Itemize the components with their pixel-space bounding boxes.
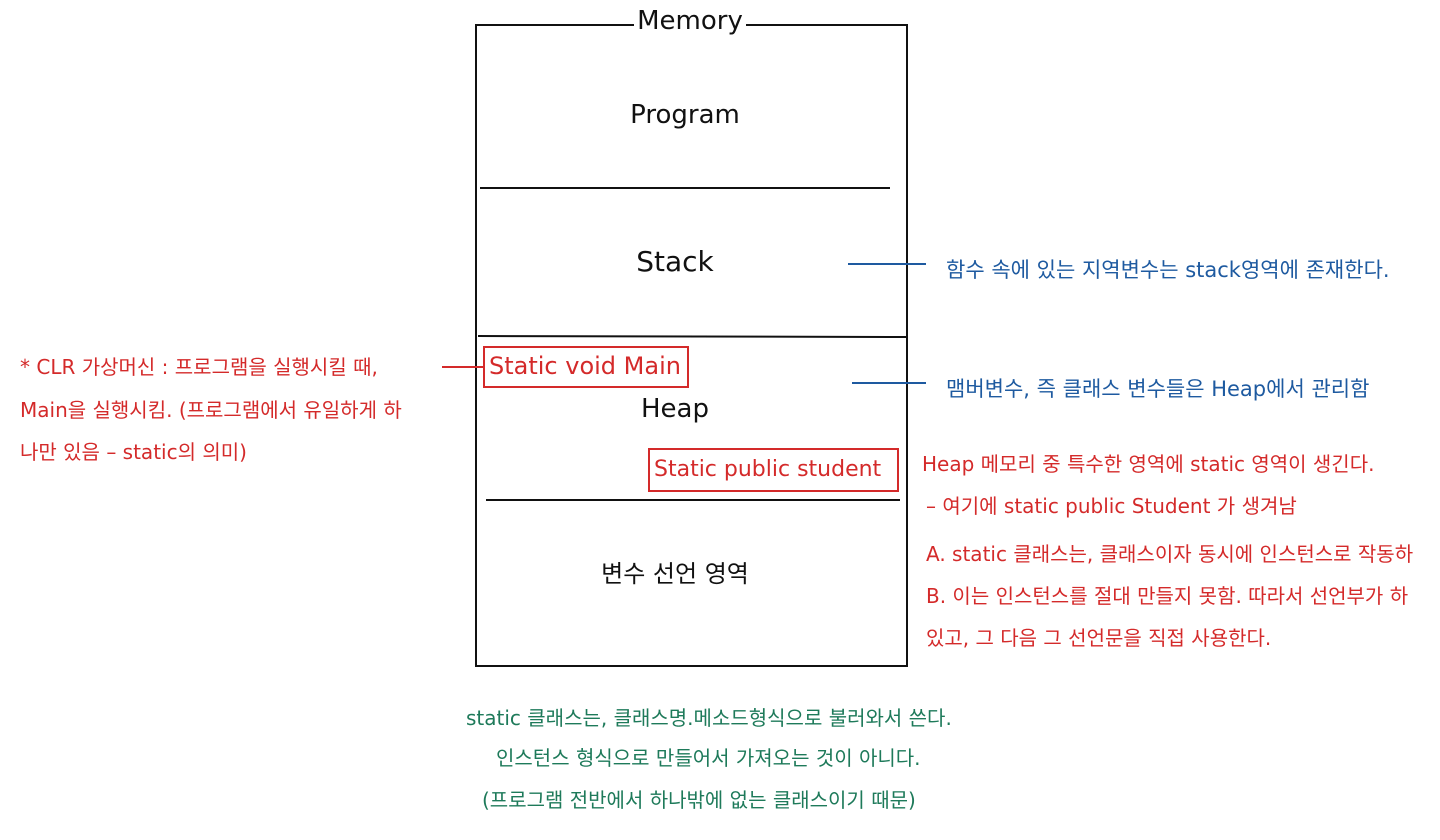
static-main-box: Static void Main	[483, 346, 689, 388]
clr-note-line-1: * CLR 가상머신 : 프로그램을 실행시킬 때,	[20, 355, 378, 379]
stack-heap-divider	[477, 335, 908, 338]
heap-static-note-line-1: Heap 메모리 중 특수한 영역에 static 영역이 생긴다.	[922, 452, 1375, 476]
stack-note: 함수 속에 있는 지역변수는 stack영역에 존재한다.	[946, 258, 1390, 282]
heap-label: Heap	[641, 394, 709, 424]
clr-note-line-2: Main을 실행시킴. (프로그램에서 유일하게 하	[20, 398, 402, 422]
bottom-note-line-2: 인스턴스 형식으로 만들어서 가져오는 것이 아니다.	[496, 746, 921, 770]
clr-note-line-3: 나만 있음 – static의 의미)	[20, 440, 247, 464]
stack-label: Stack	[636, 245, 714, 278]
declaration-label: 변수 선언 영역	[601, 560, 749, 588]
bottom-note-line-3: (프로그램 전반에서 하나밖에 없는 클래스이기 때문)	[482, 788, 916, 812]
heap-static-note-line-5: 있고, 그 다음 그 선언문을 직접 사용한다.	[926, 626, 1272, 650]
heap-static-note-line-3: A. static 클래스는, 클래스이자 동시에 인스턴스로 작동하	[926, 542, 1414, 566]
heap-static-note-line-4: B. 이는 인스턴스를 절대 만들지 못함. 따라서 선언부가 하	[926, 584, 1409, 608]
static-student-box: Static public student	[648, 448, 899, 492]
heap-static-note-line-2: – 여기에 static public Student 가 생겨남	[926, 494, 1297, 518]
memory-title: Memory	[634, 6, 746, 36]
heap-note: 맴버변수, 즉 클래스 변수들은 Heap에서 관리함	[946, 377, 1370, 401]
bottom-note-line-1: static 클래스는, 클래스명.메소드형식으로 불러와서 쓴다.	[466, 706, 952, 730]
program-label: Program	[630, 100, 740, 130]
